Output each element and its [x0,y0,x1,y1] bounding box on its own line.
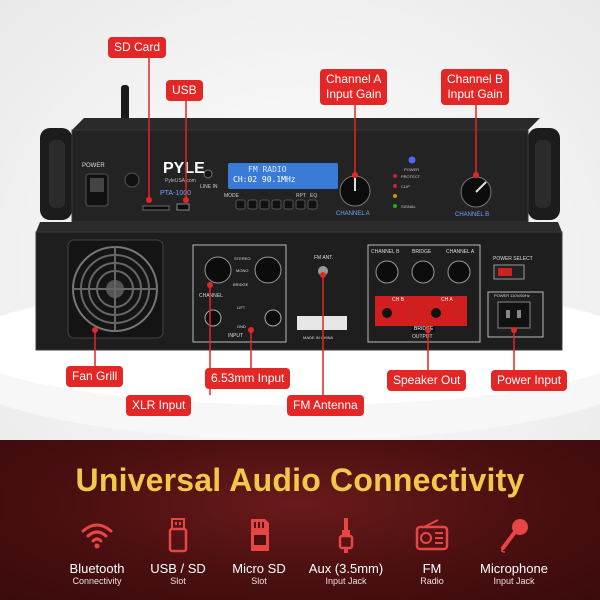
rpt-button-label: RPT [296,193,306,199]
microphone-icon [501,519,528,553]
product-photo: POWER PYLE PyleUSA.com PTA-1000 FM RADIO… [0,0,600,440]
feature-bluetooth-sub: Connectivity [72,576,122,586]
feature-bluetooth-title: Bluetooth [69,561,125,576]
rear-gnd-label: GND [237,324,246,329]
fan-grill [67,239,164,339]
feature-banner [0,440,600,600]
rear-power-select-label: POWER SELECT [493,256,533,262]
rear-made-in-label: MADE IN CHINA [303,335,334,340]
brand-url: PyleUSA.com [165,178,196,184]
feature-fm: FM Radio [386,515,478,587]
rear-input-label: INPUT [228,333,243,339]
feature-fm-sub: Radio [420,576,444,586]
rear-bridge-small-label: BRIDGE [233,282,249,287]
xlr-input-1 [204,256,232,284]
feature-usb-sd-title: USB / SD [150,561,206,576]
channel-b-label: CHANNEL B [455,212,490,218]
feature-microphone-sub: Input Jack [493,576,535,586]
led-signal-label: SIGNAL [401,204,416,209]
fm-antenna-connector [318,266,328,276]
radio-icon [415,519,449,551]
power-led [408,156,416,164]
usb-icon [168,518,188,553]
feature-aux-sub: Input Jack [325,576,367,586]
lcd-display [228,163,338,189]
eq-button-label: EQ [310,193,318,199]
wifi-icon [81,523,113,549]
aux-jack-icon [338,518,354,553]
callout-usb: USB [166,80,203,101]
feature-usb-sd: USB / SD Slot [132,515,224,587]
rear-bridge-red-label: BRIDGE [412,326,436,332]
amplifier-front-unit [40,85,560,223]
callout-xlr-input: XLR Input [126,395,192,416]
rear-ch-b-label: CH B [392,297,404,303]
sd-card-icon [251,519,269,551]
sd-card-slot [142,205,170,211]
feature-aux: Aux (3.5mm) Input Jack [300,515,392,587]
rear-output-label: OUTPUT [412,334,433,340]
callout-quarter-inch-input: 6.53mm Input [205,368,291,389]
banner-headline: Universal Audio Connectivity [75,462,525,498]
rear-stereo-label: STEREO [234,256,251,261]
quarter-inch-input-1 [204,309,222,327]
callout-channel-a-gain: Channel A Input Gain [320,69,388,105]
xlr-input-2 [254,256,282,284]
led-protect-label: PROTECT [401,174,421,179]
led-clip-label: CLIP [401,184,410,189]
callout-speaker-out: Speaker Out [387,370,467,391]
callout-fm-antenna: FM Antenna [287,395,364,416]
lcd-line-2: CH:02 90.1MHz [233,175,296,184]
feature-aux-title: Aux (3.5mm) [308,561,384,576]
quarter-inch-input-2 [264,309,282,327]
power-label: POWER [82,163,105,169]
power-inlet [497,301,531,329]
feature-fm-title: FM [422,561,442,576]
feature-micro-sd-title: Micro SD [232,561,286,576]
model-label: PTA-1000 [160,190,191,197]
callout-channel-b-gain: Channel B Input Gain [441,69,510,105]
brand-logo: PYLE [163,160,205,177]
rear-channel-small-label: CHANNEL [199,293,223,299]
feature-bluetooth: Bluetooth Connectivity [51,515,143,587]
line-in-label: LINE IN [200,184,218,190]
rear-channel-b-label: CHANNEL B [371,249,400,255]
rear-mono-label: MONO [236,268,249,273]
callout-sd-card: SD Card [108,37,167,58]
mode-button-label: MODE [224,193,239,199]
callout-fan-grill: Fan Grill [66,366,124,387]
led-power-label: POWER [404,167,420,172]
rear-bridge-label: BRIDGE [412,249,432,255]
rear-channel-a-label: CHANNEL A [446,249,475,255]
feature-microphone-title: Microphone [480,561,548,576]
feature-microphone: Microphone Input Jack [468,515,560,587]
feature-usb-sd-sub: Slot [170,576,186,586]
rear-power-input-label: POWER 110V/60Hz [494,293,530,298]
rear-ch-a-label: CH A [441,297,453,303]
callout-power-input: Power Input [491,370,568,391]
rear-fm-ant-label: FM ANT. [314,255,334,261]
feature-micro-sd-sub: Slot [251,576,267,586]
amplifier-rear-unit [35,222,563,351]
channel-a-label: CHANNEL A [336,211,370,217]
feature-micro-sd: Micro SD Slot [213,515,305,587]
rear-lift-label: LIFT [237,305,246,310]
usb-port [176,203,190,211]
lcd-line-1: FM RADIO [248,165,287,174]
